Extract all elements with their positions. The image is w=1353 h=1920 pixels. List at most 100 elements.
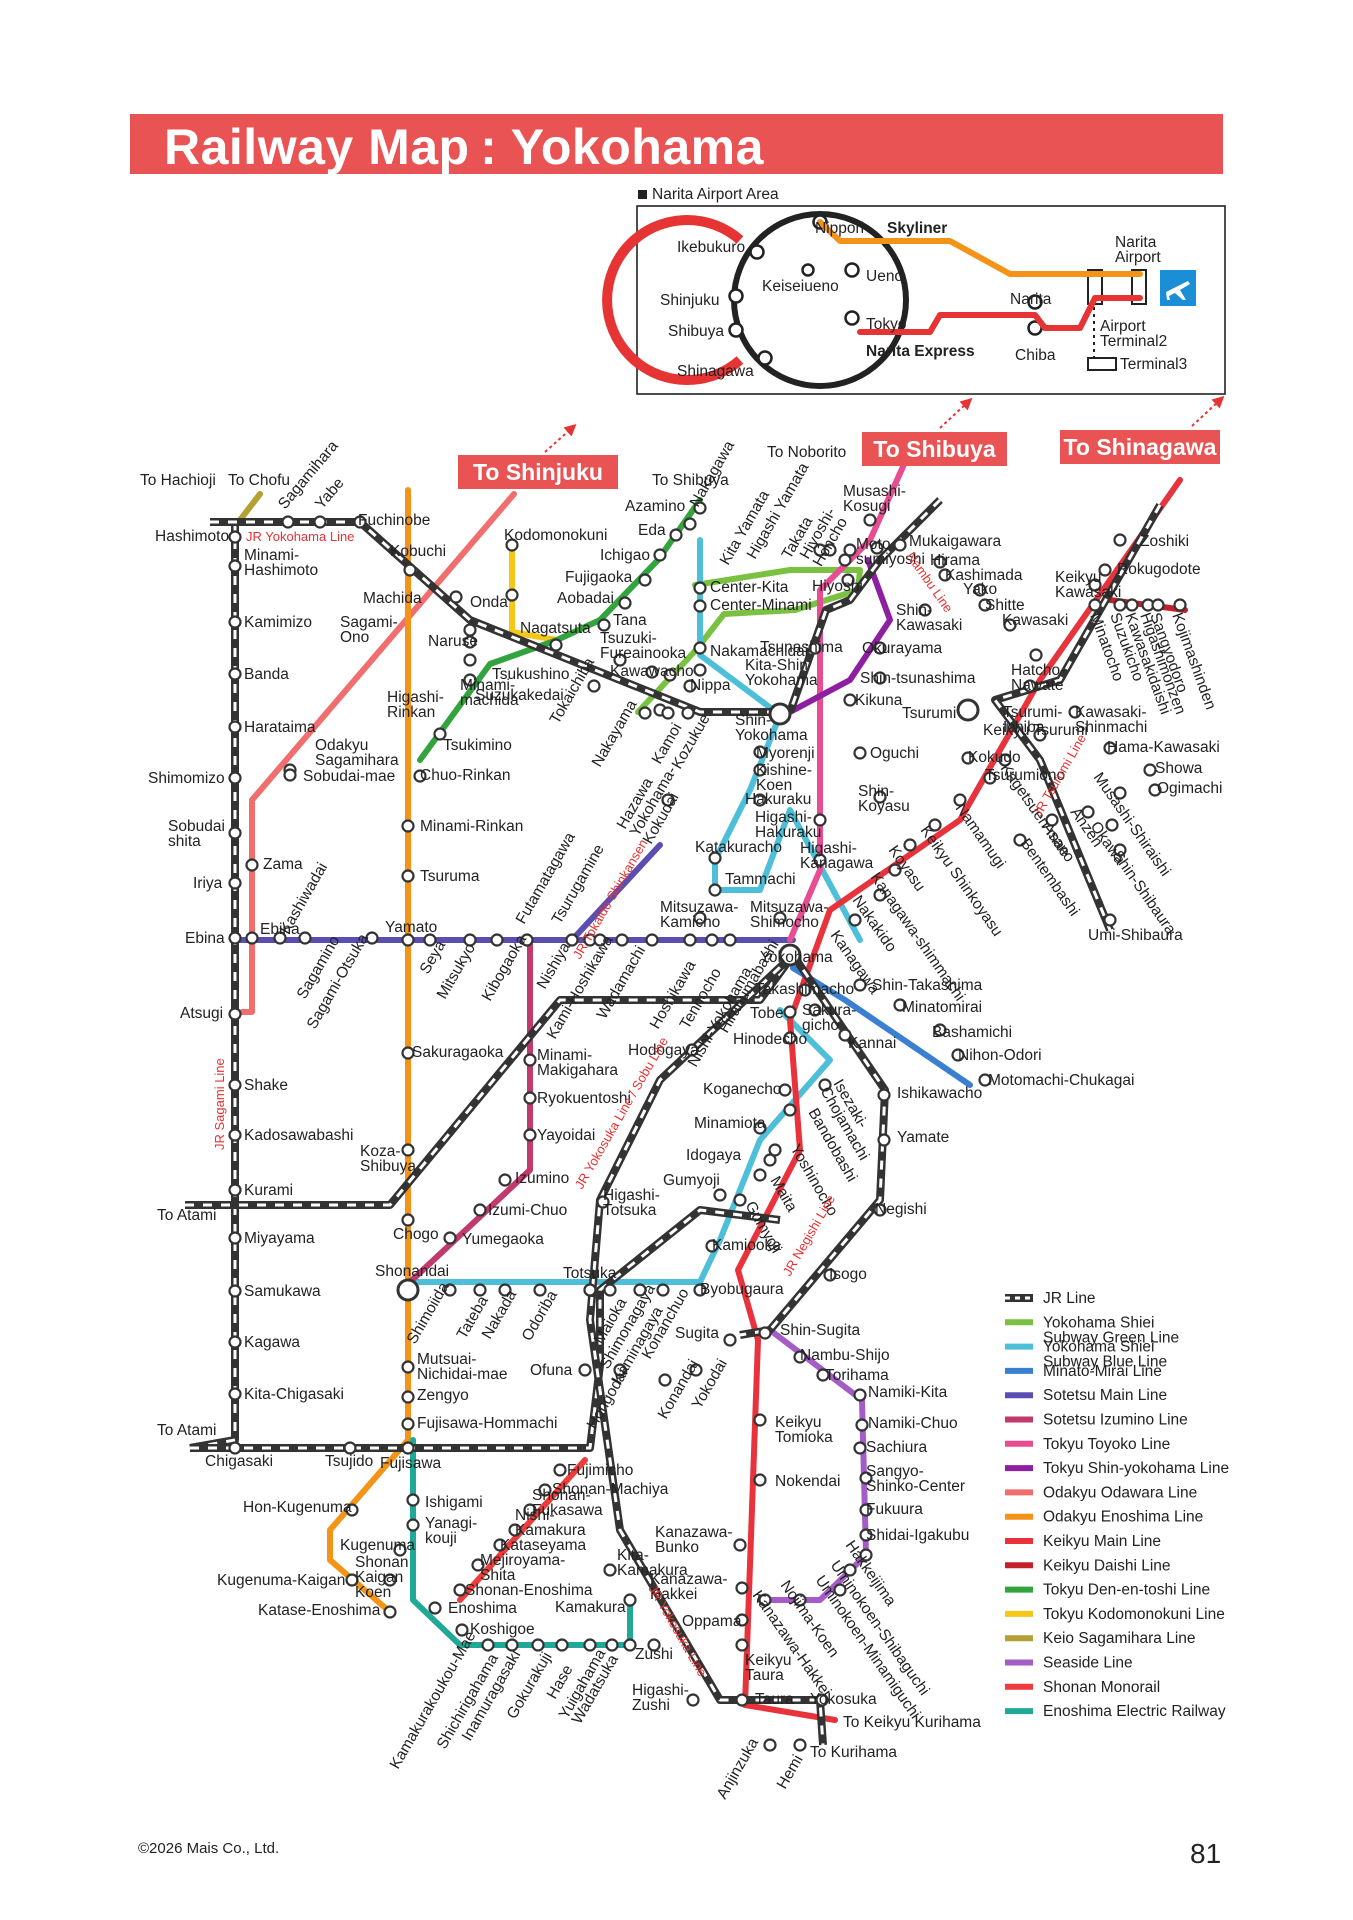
station-oppama: [735, 1613, 749, 1627]
label-kounandai: Konandai: [655, 1357, 702, 1422]
station-okurayama: [873, 641, 887, 655]
station-atsugi: [228, 1007, 242, 1021]
label-shonan-fukasawa: Shonan-Fukasawa: [532, 1487, 603, 1519]
to-shinagawa-arrow: [1191, 395, 1225, 427]
station-takashimacho: [798, 983, 812, 997]
station-eda: [669, 528, 683, 542]
station-keikyu-tomioka: [753, 1413, 767, 1427]
kodomonokuni-line: [509, 541, 560, 643]
label-hinodecho: Hinodecho: [733, 1031, 807, 1048]
station-kounandai: [658, 1373, 672, 1387]
label-sugita: Sugita: [675, 1325, 719, 1342]
inset-st-ueno: [844, 262, 860, 278]
station-zengyo: [401, 1390, 415, 1404]
label-bashamichi: Bashamichi: [932, 1024, 1012, 1041]
station-namiki-kita: [853, 1388, 867, 1402]
station-hashimoto: [228, 530, 242, 544]
station-kanazawa-hakkei: [735, 1581, 749, 1595]
label-miyayama: Miyayama: [244, 1230, 315, 1247]
label-nihon-odori: Nihon-Odori: [958, 1047, 1042, 1064]
station-koganecho: [778, 1083, 792, 1097]
station-koshigoe: [455, 1623, 469, 1637]
station-samukawa: [228, 1284, 242, 1298]
station-odoriba: [533, 1283, 547, 1297]
keikyu-main-line: [735, 477, 1183, 1723]
station-yabe: [313, 515, 327, 529]
jr-yokosuka-line-dash: [588, 953, 825, 1746]
legend-label-keikyu-main-line: Keikyu Main Line: [1043, 1533, 1161, 1550]
label-yamato: Yamato: [385, 919, 437, 936]
station-kugenuma-kaigan: [345, 1573, 359, 1587]
station-zushiki: [1113, 533, 1127, 547]
station-namiki-chuo: [855, 1418, 869, 1432]
legend-label-sotetsu-main-line: Sotetsu Main Line: [1043, 1387, 1167, 1404]
label-zushiki: Zoshiki: [1140, 533, 1189, 550]
label-tammachi: Tammachi: [725, 871, 796, 888]
label-yamate: Yamate: [897, 1129, 949, 1146]
station-kamakurakoukou-mae: [481, 1638, 495, 1652]
label-fujimicho: Fujimicho: [567, 1462, 633, 1479]
linename-jr-yokohama: JR Yokohama Line: [246, 529, 354, 544]
label-fukuura: Fukuura: [866, 1501, 923, 1518]
station-shonan-enoshima: [453, 1583, 467, 1597]
station-fujimicho: [553, 1463, 567, 1477]
inset-heading: Narita Airport Area: [652, 186, 779, 203]
inset-label-skyliner: Skyliner: [887, 220, 947, 237]
station-nippa: [683, 679, 697, 693]
legend-label-tokyu-den-en-toshi-line: Tokyu Den-en-toshi Line: [1043, 1582, 1210, 1599]
station-enoshima: [428, 1601, 442, 1615]
label-oppama: Oppama: [682, 1613, 742, 1630]
station-moto-sumiyoshi: [870, 541, 884, 555]
station-shin-koyasu: [873, 790, 887, 804]
station-tana: [597, 618, 611, 632]
legend-label-enoshima-electric-railway: Enoshima Electric Railway: [1043, 1703, 1226, 1720]
station-nakamachidai: [693, 641, 707, 655]
label-chogo: Chogo: [393, 1226, 439, 1243]
station-ebina-jr: [228, 931, 242, 945]
station-zushi: [647, 1638, 661, 1652]
station-tsuruma: [401, 869, 415, 883]
label-samukawa: Samukawa: [244, 1283, 321, 1300]
label-ofuna: Ofuna: [530, 1362, 573, 1379]
station-anzen: [1081, 805, 1095, 819]
label-shake: Shake: [244, 1077, 288, 1094]
station-zama: [245, 858, 259, 872]
dir-kurihama: To Kurihama: [810, 1744, 897, 1761]
station-mukaigawara: [893, 538, 907, 552]
station-kokudo: [961, 751, 975, 765]
enoden-line: [410, 1437, 633, 1648]
label-hama-kawasaki: Hama-Kawasaki: [1107, 739, 1220, 756]
label-yako: Yako: [963, 581, 997, 598]
station-mejiroyama-shita: [471, 1558, 485, 1572]
station-banda: [228, 667, 242, 681]
sotetsu-izumino-line: [407, 937, 533, 1285]
label-koza-shibuya: Koza-Shibuya: [360, 1143, 416, 1175]
station-katase-enoshima: [383, 1605, 397, 1619]
label-ryokuentoshi: Ryokuentoshi: [537, 1090, 631, 1107]
label-gumyoji-b: Gumyoji: [663, 1172, 720, 1189]
label-kita-chigasaki: Kita-Chigasaki: [244, 1386, 344, 1403]
station-kawasaki: [1003, 618, 1017, 632]
station-sangyodoro: [1151, 598, 1165, 612]
station-kita-kamakura: [603, 1563, 617, 1577]
station-ichigao: [653, 548, 667, 562]
station-sachiura: [853, 1441, 867, 1455]
inset-bullet: [638, 190, 647, 199]
label-kamimizo: Kamimizo: [244, 614, 312, 631]
station-hinodecho: [783, 1031, 797, 1045]
dir-keikyu-kurihama: To Keikyu Kurihama: [843, 1714, 981, 1731]
label-shimomizo: Shimomizo: [148, 770, 225, 787]
station-namamugi: [953, 793, 967, 807]
inset-label-ikebukuro: Ikebukuro: [677, 239, 745, 256]
label-shin-koyasu: Shin-Koyasu: [858, 783, 910, 815]
inset-label-terminal3: Terminal3: [1120, 356, 1187, 373]
label-tsurumi: Tsurumi: [902, 705, 956, 722]
label-zushi: Zushi: [635, 1646, 673, 1663]
keio-sagamihara-line: [237, 491, 263, 523]
